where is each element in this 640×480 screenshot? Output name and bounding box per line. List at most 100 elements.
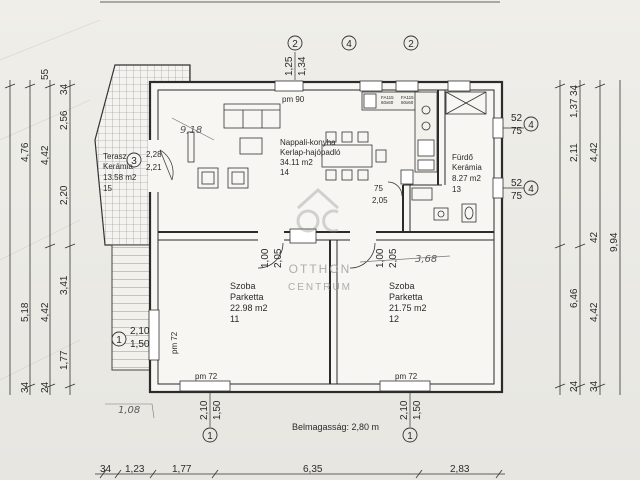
bottom-window-2-h: 1,50 xyxy=(412,400,423,420)
dim-left-34-top: 34 xyxy=(59,83,70,95)
terrace-area-label: 13.58 m2 xyxy=(103,173,137,182)
top-window-dims: 1,25 1,34 xyxy=(284,52,308,80)
marker-right-2: 4 xyxy=(528,184,534,195)
living-name: Nappali-konyha xyxy=(280,138,336,147)
marker-top-1: 2 xyxy=(292,39,298,50)
dim-top-125: 1,25 xyxy=(284,56,295,76)
left-dimension-chain xyxy=(4,80,76,395)
living-top-windows xyxy=(274,80,471,92)
dim-left-442-a: 4,42 xyxy=(40,145,51,165)
dim-left-442-b: 4,42 xyxy=(40,302,51,322)
marker-bottom-1: 1 xyxy=(207,431,213,442)
door-dim-2-h: 2,05 xyxy=(388,248,399,268)
paper-grain xyxy=(0,19,101,381)
terrace-floor: Kerámia xyxy=(103,162,133,171)
dim-right-34-top: 34 xyxy=(569,84,580,96)
pencil-line-1 xyxy=(171,117,215,141)
bath-window-1-h: 75 xyxy=(511,126,523,137)
dim-left-476: 4,76 xyxy=(20,142,31,162)
dim-bottom-34: 34 xyxy=(100,464,112,475)
sofa xyxy=(223,103,281,129)
interior-doors xyxy=(257,169,414,269)
fa-label-2b: 60x60 xyxy=(401,100,414,105)
dim-left-177: 1,77 xyxy=(59,350,70,370)
watermark-logo xyxy=(296,187,340,233)
dim-right-34-bottom: 34 xyxy=(589,380,600,392)
dim-right-211: 2,11 xyxy=(569,143,580,162)
bath-window-1-w: 52 xyxy=(511,113,523,124)
dim-right-137: 1,37 xyxy=(569,98,580,118)
dim-bottom-635: 6,35 xyxy=(303,464,323,475)
watermark-line2: CENTRUM xyxy=(288,282,352,293)
dim-left-341: 3,41 xyxy=(59,275,70,295)
fa-label-1: FA115 xyxy=(381,95,394,100)
bottom-window-2-w: 2,10 xyxy=(399,400,410,420)
terrace-window-w: 2,10 xyxy=(130,326,150,337)
dining-table xyxy=(321,131,387,181)
left-marker-circle xyxy=(111,331,127,347)
living-window-label: pm 90 xyxy=(282,95,305,104)
dim-left-256: 2,56 xyxy=(59,110,70,130)
dim-bottom-283: 2,83 xyxy=(450,464,470,475)
coffee-table xyxy=(239,137,263,155)
ceiling-height: Belmagasság: 2,80 m xyxy=(292,422,379,432)
pencil-note-3: 1,08 xyxy=(118,405,140,416)
room-right-window-label: pm 72 xyxy=(395,372,418,381)
dim-right-24: 24 xyxy=(569,380,580,392)
bottom-window-1-w: 2,10 xyxy=(199,400,210,420)
fa-label-1b: 60x60 xyxy=(381,100,394,105)
tv-unit xyxy=(187,131,195,163)
left-marker: 1 xyxy=(116,335,122,346)
dim-bottom-123: 1,23 xyxy=(125,464,145,475)
pencil-bracket xyxy=(105,403,155,419)
marker-right-1: 4 xyxy=(528,120,534,131)
living-num: 14 xyxy=(280,168,289,177)
terrace-door-opening xyxy=(148,140,174,192)
dim-left-518: 5,18 xyxy=(20,302,31,322)
room-left-name: Szoba xyxy=(230,281,256,291)
right-dimension-labels: 34 1,37 2,11 4,42 9,94 6,46 4,42 24 34 4… xyxy=(569,84,620,392)
terrace-marker-circle xyxy=(126,152,142,168)
room-right-name: Szoba xyxy=(389,281,415,291)
bath-floor: Kerámia xyxy=(452,163,482,172)
pencil-note-1: 9,18 xyxy=(180,125,202,136)
dim-bottom-177: 1,77 xyxy=(172,464,192,475)
dim-right-994: 9,94 xyxy=(609,232,620,252)
pencil-note-2: 3,68 xyxy=(415,254,437,265)
terrace-name: Terasz xyxy=(103,152,127,161)
bath-fixtures xyxy=(411,91,487,223)
living-bath-door-w: 75 xyxy=(374,184,383,193)
door-dim-1-w: 1,00 xyxy=(260,248,271,268)
axis-markers-right: 4 4 xyxy=(503,116,539,196)
dim-right-646: 6,46 xyxy=(569,288,580,308)
marker-top-3: 2 xyxy=(408,39,414,50)
right-dimension-chain xyxy=(554,80,621,395)
terrace-marker: 3 xyxy=(131,156,137,167)
dim-left-24: 24 xyxy=(40,381,51,393)
room-left-window-label: pm 72 xyxy=(195,372,218,381)
axis-markers-bottom: 1 1 xyxy=(202,393,418,443)
room-left-side-window-label: pm 72 xyxy=(170,331,179,354)
pencil-line-2 xyxy=(359,255,451,263)
bottom-window-1-h: 1,50 xyxy=(212,400,223,420)
left-dimension-labels: 34 55 4,76 4,42 2,56 2,20 3,41 5,18 4,42… xyxy=(20,68,70,393)
terrace-window-h: 1,50 xyxy=(130,339,150,350)
bath-num: 13 xyxy=(452,185,461,194)
living-floor: Kerlap-hajópadló xyxy=(280,148,341,157)
dim-right-442-a: 4,42 xyxy=(589,142,600,162)
building-walls xyxy=(148,80,504,394)
bottom-dimension-chain xyxy=(95,469,505,479)
dim-top-134: 1,34 xyxy=(297,56,308,76)
dim-right-42: 42 xyxy=(589,231,600,243)
dim-left-55: 55 xyxy=(40,68,51,80)
room-left-area: 22.98 m2 xyxy=(230,303,268,313)
room-right-floor: Parketta xyxy=(389,292,423,302)
marker-bottom-2: 1 xyxy=(407,431,413,442)
bath-window-2-h: 75 xyxy=(511,191,523,202)
bottom-windows xyxy=(148,309,431,392)
room-right-num: 12 xyxy=(389,314,399,324)
fa-label-2: FA115 xyxy=(401,95,414,100)
axis-markers-top: 2 4 2 xyxy=(287,35,419,51)
